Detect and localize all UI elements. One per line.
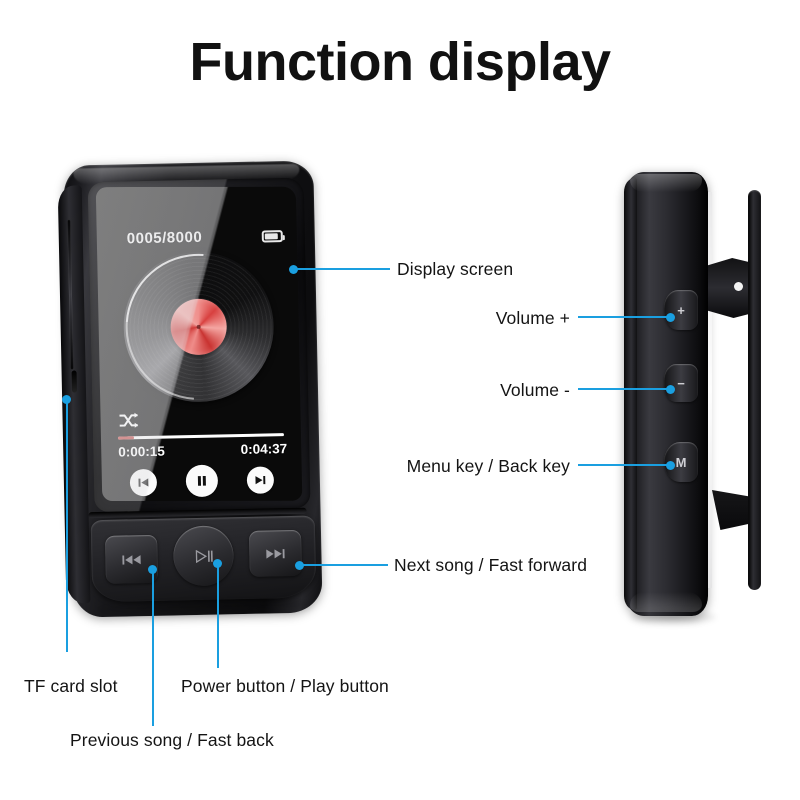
side-device-top-cap (630, 174, 702, 192)
front-view-device: 0005/8000 (57, 160, 331, 620)
leader-line-tf-card-slot (66, 400, 68, 652)
track-counter: 0005/8000 (126, 228, 203, 248)
skip-forward-icon[interactable] (246, 465, 274, 494)
callout-tf-card-slot: TF card slot (24, 676, 118, 696)
leader-line-display-screen (294, 268, 390, 270)
side-device-bottom-cap (630, 592, 702, 612)
physical-button-panel (90, 515, 317, 603)
callout-volume-down: Volume - (500, 380, 570, 400)
leader-dot-next-song (295, 561, 304, 570)
pause-icon[interactable] (185, 464, 219, 498)
callout-menu-back: Menu key / Back key (406, 456, 570, 476)
next-button[interactable] (248, 529, 302, 577)
leader-line-volume-down (578, 388, 668, 390)
leader-dot-power-play (213, 559, 222, 568)
total-time: 0:04:37 (240, 441, 288, 458)
callout-display-screen: Display screen (397, 259, 514, 279)
leader-dot-menu-back (666, 461, 675, 470)
leader-line-next-song (300, 564, 388, 566)
display-screen[interactable]: 0005/8000 (95, 186, 303, 502)
callout-power-play: Power button / Play button (181, 676, 389, 696)
clip-gap (708, 192, 712, 588)
battery-icon (261, 229, 283, 243)
volume-up-button[interactable]: + (664, 290, 698, 330)
progress-fill (117, 436, 134, 440)
callout-volume-up: Volume + (495, 308, 570, 328)
screen-status-bar: 0005/8000 (97, 227, 297, 248)
skip-back-icon[interactable] (129, 468, 158, 496)
leader-line-menu-back (578, 464, 668, 466)
side-device-front-edge (624, 178, 637, 610)
page-title: Function display (189, 32, 611, 92)
callout-next-song: Next song / Fast forward (394, 555, 588, 575)
clip-foot (712, 490, 754, 530)
volume-down-button[interactable]: − (664, 364, 698, 402)
leader-line-power-play (217, 564, 219, 668)
callout-previous-song: Previous song / Fast back (70, 730, 274, 750)
shuffle-icon[interactable] (118, 412, 139, 428)
side-view-device: + − M (612, 172, 790, 624)
elapsed-time: 0:00:15 (118, 443, 165, 460)
side-device-shadow (630, 610, 716, 624)
belt-clip[interactable] (748, 190, 761, 590)
leader-dot-tf-card-slot (62, 395, 71, 404)
leader-line-volume-up (578, 316, 668, 318)
previous-button[interactable] (105, 534, 159, 584)
album-art-vinyl (95, 223, 302, 430)
leader-line-previous-song (152, 570, 154, 726)
time-row: 0:00:15 0:04:37 (118, 441, 287, 460)
clip-hinge (708, 258, 752, 318)
screen-transport-controls (102, 463, 303, 499)
leader-dot-previous-song (148, 565, 157, 574)
power-play-button[interactable] (172, 525, 235, 587)
tf-card-slot[interactable] (71, 370, 78, 393)
leader-dot-display-screen (289, 265, 298, 274)
leader-dot-volume-down (666, 385, 675, 394)
leader-dot-volume-up (666, 313, 675, 322)
progress-bar[interactable] (117, 433, 284, 440)
